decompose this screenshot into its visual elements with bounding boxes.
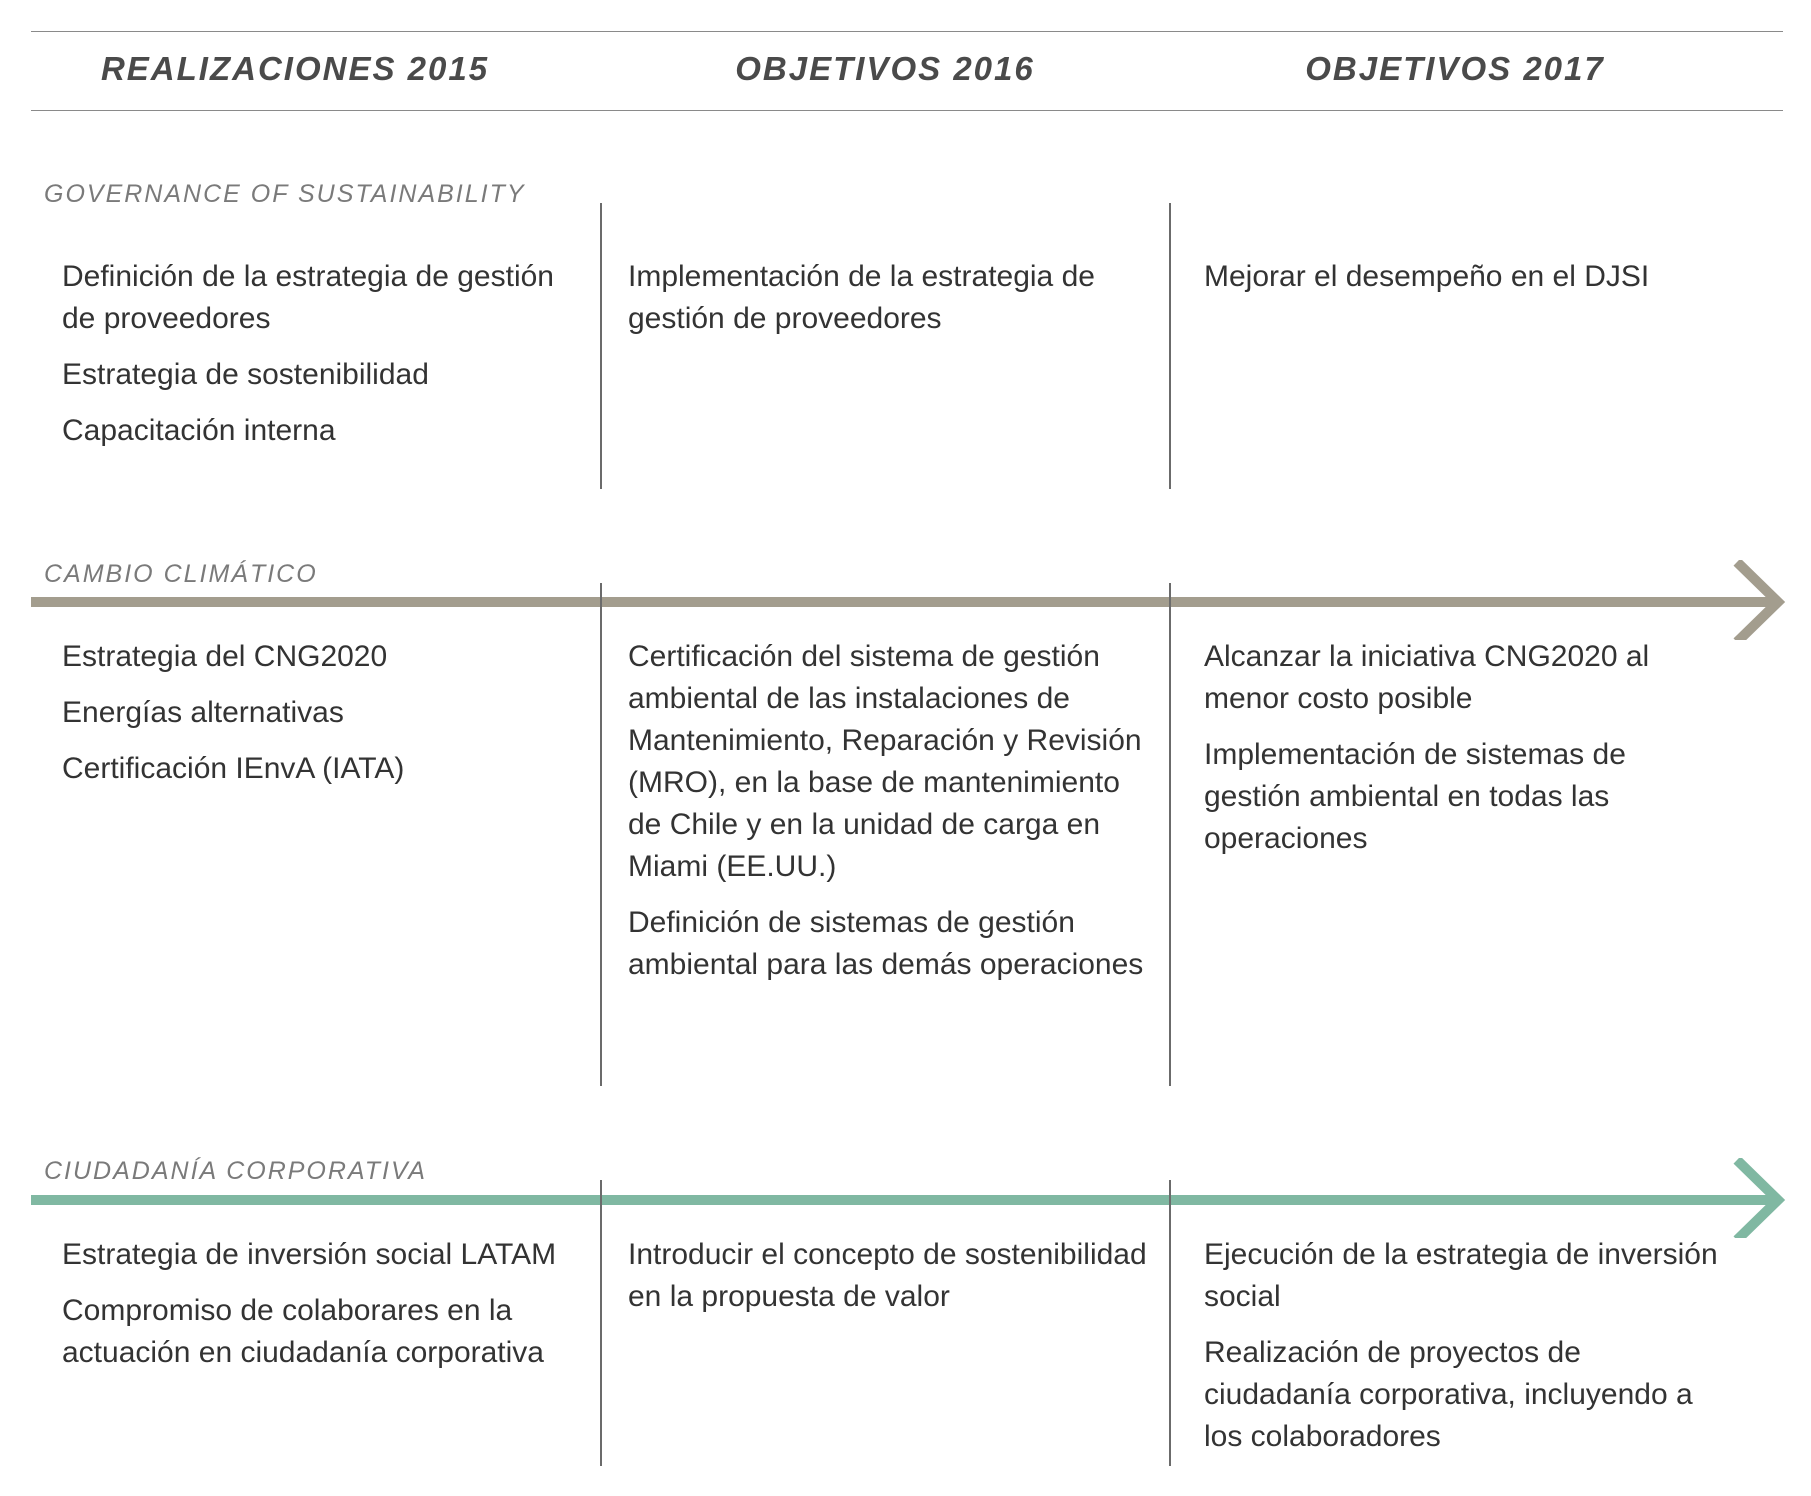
header-bottom-rule — [31, 110, 1783, 111]
column-divider — [1169, 1180, 1171, 1466]
list-item: Introducir el concepto de sostenibilidad… — [628, 1238, 1147, 1313]
column-divider — [1169, 203, 1171, 489]
climate-2016-cell: Certificación del sistema de gestión amb… — [628, 636, 1148, 1000]
citizenship-arrow — [31, 1158, 1786, 1238]
citizenship-2016-cell: Introducir el concepto de sostenibilidad… — [628, 1234, 1148, 1332]
list-item: Mejorar el desempeño en el DJSI — [1204, 260, 1650, 293]
governance-2016-cell: Implementación de la estrategia de gesti… — [628, 256, 1148, 354]
list-item: Certificación IEnvA (IATA) — [62, 752, 405, 785]
list-item: Implementación de sistemas de gestión am… — [1204, 738, 1626, 855]
list-item: Capacitación interna — [62, 414, 336, 447]
section-label-cambio-climatico: CAMBIO CLIMÁTICO — [44, 560, 318, 588]
header-realizaciones-2015: REALIZACIONES 2015 — [100, 50, 490, 87]
list-item: Implementación de la estrategia de gesti… — [628, 260, 1095, 335]
climate-2017-cell: Alcanzar la iniciativa CNG2020 al menor … — [1204, 636, 1724, 874]
climate-arrow — [31, 560, 1786, 640]
column-divider — [600, 1180, 602, 1466]
list-item: Estrategia de inversión social LATAM — [62, 1238, 557, 1271]
header-objetivos-2016: OBJETIVOS 2016 — [735, 50, 1035, 87]
column-divider — [600, 583, 602, 1086]
citizenship-2017-cell: Ejecución de la estrategia de inversión … — [1204, 1234, 1724, 1472]
section-label-ciudadania: CIUDADANÍA CORPORATIVA — [44, 1157, 427, 1185]
header-top-rule — [31, 31, 1783, 32]
list-item: Alcanzar la iniciativa CNG2020 al menor … — [1204, 640, 1650, 715]
list-item: Estrategia del CNG2020 — [62, 640, 388, 673]
governance-2017-cell: Mejorar el desempeño en el DJSI — [1204, 256, 1724, 312]
list-item: Energías alternativas — [62, 696, 344, 729]
list-item: Definición de la estrategia de gestión d… — [62, 260, 554, 335]
section-label-governance: GOVERNANCE OF SUSTAINABILITY — [44, 180, 526, 208]
list-item: Definición de sistemas de gestión ambien… — [628, 906, 1144, 981]
column-divider — [600, 203, 602, 489]
list-item: Certificación del sistema de gestión amb… — [628, 640, 1142, 883]
climate-2015-cell: Estrategia del CNG2020 Energías alternat… — [62, 636, 592, 804]
list-item: Realización de proyectos de ciudadanía c… — [1204, 1336, 1693, 1453]
governance-2015-cell: Definición de la estrategia de gestión d… — [62, 256, 592, 466]
column-divider — [1169, 583, 1171, 1086]
citizenship-2015-cell: Estrategia de inversión social LATAM Com… — [62, 1234, 592, 1388]
header-objetivos-2017: OBJETIVOS 2017 — [1305, 50, 1605, 87]
list-item: Ejecución de la estrategia de inversión … — [1204, 1238, 1718, 1313]
list-item: Compromiso de colaborares en la actuació… — [62, 1294, 544, 1369]
list-item: Estrategia de sostenibilidad — [62, 358, 429, 391]
